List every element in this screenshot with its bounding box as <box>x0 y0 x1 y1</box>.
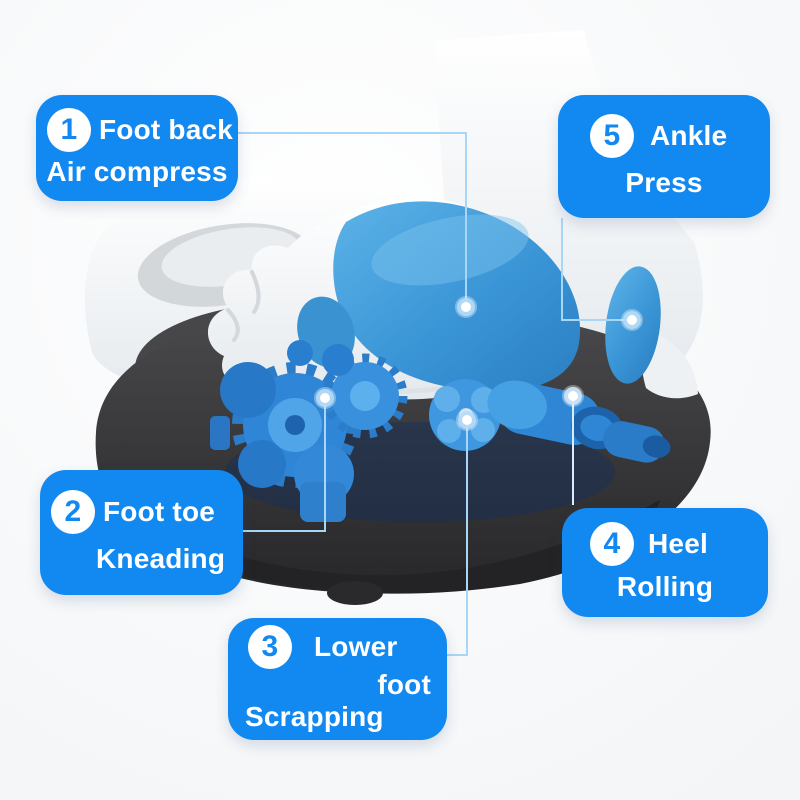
badge-number-3: 3 <box>248 625 292 669</box>
label-line: Ankle <box>650 120 728 152</box>
label-line: Heel <box>648 528 708 559</box>
callout-label-heel-rolling: 4 Heel Rolling <box>562 508 768 617</box>
label-line: Foot toe <box>103 495 216 527</box>
label-line: Foot back <box>99 113 234 145</box>
base-bottom-shadow <box>140 500 660 594</box>
badge-number-2: 2 <box>51 489 95 534</box>
label-line: Air compress <box>46 156 228 188</box>
label-line: Scrapping <box>245 701 384 732</box>
callout-lines <box>238 132 632 656</box>
base-foot-nub <box>327 581 383 605</box>
callout-dot-2 <box>314 387 336 409</box>
callout-label-lower-foot-scrapping: 3 Lower foot Scrapping <box>228 618 447 740</box>
badge-number-1: 1 <box>47 107 91 152</box>
label-line: foot <box>377 669 431 700</box>
callout-label-ankle-press: 5 Ankle Press <box>558 95 770 218</box>
callout-dots <box>314 296 643 431</box>
callout-dot-5 <box>621 309 643 331</box>
toe-crease <box>226 308 240 342</box>
label-line: Press <box>625 166 703 198</box>
pad-highlight <box>371 214 529 286</box>
callout-dot-3 <box>456 409 478 431</box>
badge-number-4: 4 <box>590 522 634 566</box>
callout-dot-4 <box>562 385 584 407</box>
callout-label-foot-back-air-compress: 1 Foot back Air compress <box>36 95 238 201</box>
sole-airbag-pad <box>333 201 581 392</box>
callout-line-3 <box>447 420 468 656</box>
callout-dot-1 <box>455 296 477 318</box>
callout-label-foot-toe-kneading: 2 Foot toe Kneading <box>40 470 243 595</box>
callout-line-2 <box>243 398 326 532</box>
label-line: Kneading <box>96 543 226 575</box>
toe-crease <box>250 270 261 314</box>
callout-line-5 <box>561 218 632 321</box>
label-line: Lower <box>314 631 398 662</box>
badge-number-5: 5 <box>590 114 634 159</box>
callout-line-1 <box>238 132 467 307</box>
label-line: Rolling <box>616 571 714 602</box>
